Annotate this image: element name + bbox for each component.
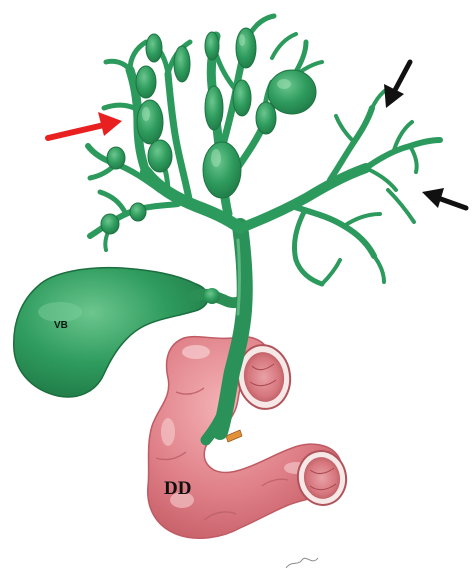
dilation <box>205 32 219 60</box>
left-hepatic-duct <box>246 168 366 226</box>
dilation-highlight <box>239 34 245 46</box>
dilation <box>236 28 256 68</box>
dilation <box>256 102 276 134</box>
common-duct-highlight <box>238 240 240 314</box>
gallbladder-highlight <box>38 302 82 322</box>
red-arrow <box>48 112 122 138</box>
branch-upper-left-tip <box>106 61 130 70</box>
dilation <box>130 203 146 221</box>
branch-upper-left-tip <box>104 105 138 110</box>
red-arrow-head <box>98 112 122 136</box>
dilation-highlight <box>142 107 150 121</box>
branch-left-low-tip <box>100 192 126 214</box>
dilation-highlight <box>277 79 291 89</box>
black-arrow-lower-shaft <box>438 198 466 208</box>
duodenum-highlight <box>161 418 175 446</box>
black-arrow-lower-head <box>422 188 444 208</box>
dilation <box>137 100 163 144</box>
branch-upper-left-tip <box>130 42 146 70</box>
branch-right-low2-tip <box>322 260 340 284</box>
cystic-bulge <box>204 288 220 304</box>
dilation <box>174 46 190 82</box>
artist-signature <box>286 558 318 568</box>
dilation <box>205 86 223 130</box>
branch-right-low-tip <box>344 214 380 226</box>
dilation <box>203 142 241 198</box>
dilation <box>107 147 125 169</box>
dilation <box>146 34 162 62</box>
red-arrow-shaft <box>48 125 104 138</box>
branch-right-mid <box>366 140 440 168</box>
black-arrow-lower <box>422 188 466 208</box>
branch-right-upper-tip <box>372 90 386 108</box>
dilation <box>268 70 316 114</box>
black-arrow-upper <box>384 62 410 108</box>
branch-mid-a <box>168 74 190 204</box>
branch-right-low2 <box>294 212 322 284</box>
dilation <box>233 80 251 116</box>
dilation <box>101 214 119 234</box>
branch-right-mid-tip <box>366 168 396 190</box>
duodenum-highlight <box>182 345 210 359</box>
biliary-tree <box>88 16 440 284</box>
black-arrow-upper-shaft <box>394 62 410 92</box>
duodenum <box>148 337 351 539</box>
branch-right-upper-tip <box>336 116 354 142</box>
dilation <box>136 66 156 98</box>
branch-mid-c-tip <box>272 34 296 58</box>
branch-right-mid-tip <box>410 146 417 172</box>
branch-mid-b-tip <box>250 16 274 34</box>
gallbladder-label: VB <box>54 320 68 331</box>
dilation <box>148 140 172 172</box>
branch-right-low-tip <box>374 256 384 282</box>
papilla-detail <box>226 430 242 442</box>
branch-right-far <box>388 190 414 222</box>
dilation-highlight <box>211 149 221 167</box>
branch-mid-b-tip <box>216 54 236 90</box>
duodenum-label: DD <box>164 478 191 499</box>
